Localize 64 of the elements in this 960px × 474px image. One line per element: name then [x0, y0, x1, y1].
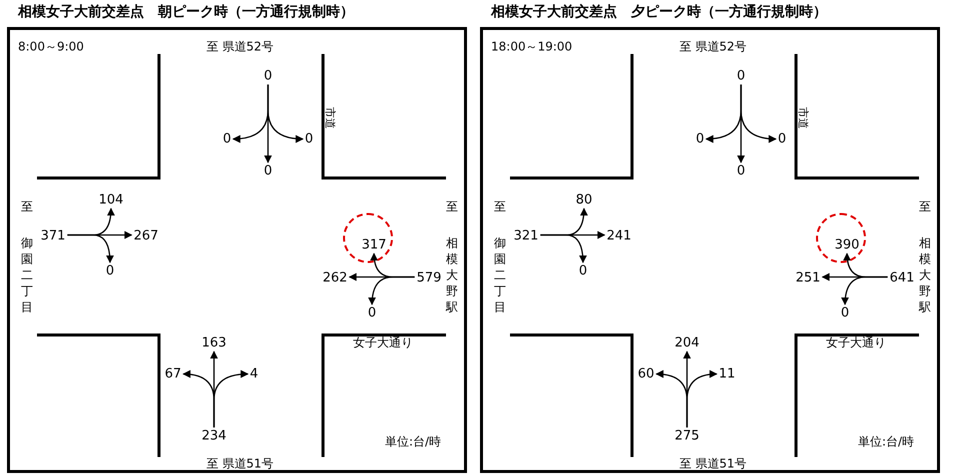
- panel-title: 相模女子大前交差点 夕ピーク時（一方通行規制時）: [491, 4, 827, 20]
- traffic-count: 4: [250, 368, 258, 380]
- traffic-count: 80: [576, 194, 592, 206]
- traffic-count: 0: [736, 70, 746, 82]
- unit-note: 単位:台/時: [858, 436, 914, 448]
- time-range: 8:00～9:00: [18, 40, 84, 54]
- traffic-count: 579: [416, 272, 442, 284]
- traffic-count: 0: [264, 70, 272, 82]
- traffic-count: 251: [796, 272, 820, 284]
- traffic-count: 0: [578, 264, 588, 278]
- traffic-count: 371: [40, 230, 66, 242]
- traffic-count: 0: [264, 164, 272, 178]
- arrow: [540, 234, 587, 264]
- highlight-circle: [816, 213, 866, 263]
- road-name: 市道: [796, 107, 810, 129]
- arrow: [213, 370, 249, 428]
- traffic-count: 321: [514, 230, 538, 242]
- traffic-count: 163: [202, 336, 226, 350]
- traffic-count: 317: [362, 238, 386, 252]
- traffic-count: 0: [368, 306, 376, 320]
- traffic-count: 267: [134, 230, 158, 242]
- traffic-count: 104: [98, 194, 124, 206]
- traffic-count: 0: [696, 132, 704, 146]
- road-name: 女子大通り: [353, 336, 413, 350]
- unit-note: 単位:台/時: [384, 436, 442, 448]
- traffic-count: 241: [606, 230, 632, 242]
- arrow: [368, 276, 415, 306]
- road-name: 女子大通り: [826, 336, 886, 350]
- place-name: 御園二丁目: [494, 235, 506, 315]
- arrow: [686, 370, 718, 428]
- road-name: 市道: [324, 107, 336, 129]
- traffic-count: 60: [638, 368, 654, 380]
- traffic-count: 390: [834, 238, 860, 252]
- traffic-count: 262: [322, 272, 348, 284]
- panel-title: 相模女子大前交差点 朝ピーク時（一方通行規制時）: [18, 4, 354, 20]
- traffic-count: 641: [890, 272, 914, 284]
- traffic-count: 0: [304, 132, 314, 146]
- arrow: [264, 84, 272, 164]
- arrow: [737, 84, 745, 164]
- highlight-circle: [343, 213, 393, 263]
- traffic-count: 0: [778, 132, 786, 146]
- direction-label: 至: [446, 200, 458, 214]
- direction-label: 至: [21, 200, 33, 214]
- traffic-count: 0: [736, 164, 746, 178]
- arrow: [67, 234, 114, 264]
- time-range: 18:00～19:00: [491, 40, 572, 54]
- traffic-count: 11: [718, 368, 736, 380]
- direction-label: 至: [919, 200, 931, 214]
- place-name: 相模大野駅: [446, 235, 458, 315]
- direction-label: 至 県道51号: [206, 458, 274, 470]
- direction-label: 至: [494, 200, 506, 214]
- traffic-count: 67: [164, 368, 182, 380]
- arrow: [841, 276, 888, 306]
- direction-label: 至 県道52号: [679, 40, 747, 54]
- traffic-count: 0: [106, 264, 114, 278]
- traffic-count: 234: [202, 430, 226, 442]
- place-name: 相模大野駅: [918, 235, 932, 315]
- traffic-count: 204: [674, 336, 700, 350]
- traffic-count: 0: [222, 132, 232, 146]
- traffic-count: 0: [840, 306, 850, 320]
- direction-label: 至 県道52号: [206, 40, 274, 54]
- place-name: 御園二丁目: [20, 235, 34, 315]
- traffic-count: 275: [674, 430, 700, 442]
- direction-label: 至 県道51号: [679, 458, 747, 470]
